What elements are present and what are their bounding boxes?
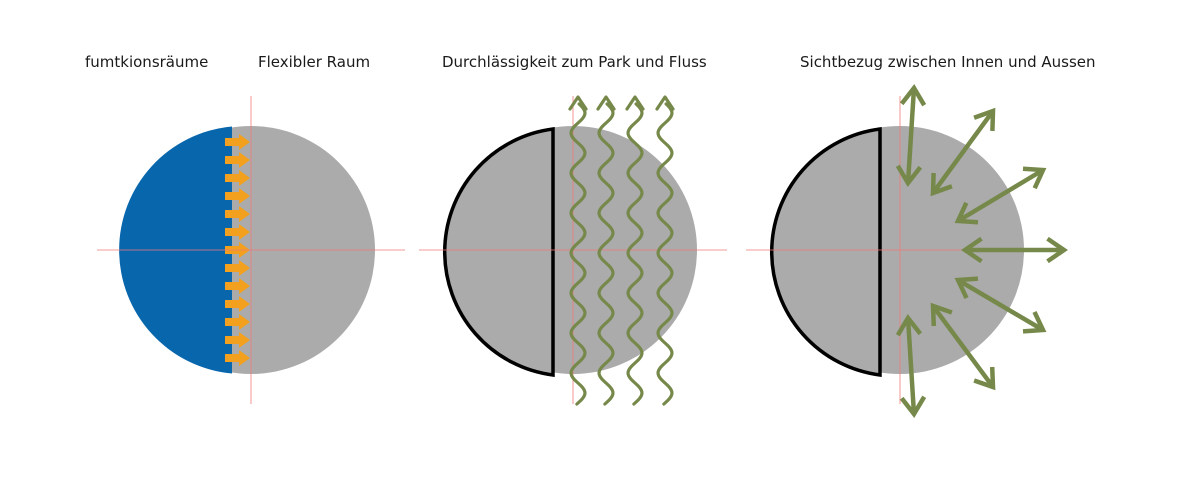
label-flexible-room: Flexibler Raum (258, 53, 370, 71)
wavy-arrow-icon (568, 95, 588, 406)
panel-functional-flexible: fumtkionsräume Flexibler Raum (85, 53, 405, 404)
building-half-disk (443, 127, 555, 377)
building-half-disk (770, 127, 882, 377)
orange-right-arrow-icon (225, 188, 250, 204)
orange-right-arrow-icon (225, 314, 250, 330)
label-permeability: Durchlässigkeit zum Park und Fluss (442, 53, 707, 71)
orange-right-arrow-icon (225, 296, 250, 312)
wavy-arrow-icon (596, 95, 616, 406)
orange-right-arrow-icon (225, 134, 250, 150)
orange-right-arrow-icon (225, 278, 250, 294)
wavy-arrow-icon (655, 95, 675, 406)
double-headed-arrow-icon (895, 314, 927, 418)
panel-permeability: Durchlässigkeit zum Park und Fluss (419, 53, 727, 406)
orange-right-arrow-icon (225, 152, 250, 168)
wavy-arrow-icon (625, 95, 645, 406)
panel-visual-relation: Sichtbezug zwischen Innen und Aussen (746, 53, 1096, 418)
wavy-arrows-group (568, 95, 675, 406)
label-visual-relation: Sichtbezug zwischen Innen und Aussen (800, 53, 1096, 71)
orange-right-arrow-icon (225, 260, 250, 276)
orange-right-arrow-icon (225, 350, 250, 366)
double-headed-arrow-icon (954, 166, 1047, 225)
view-arrows-group (895, 84, 1068, 418)
double-headed-arrow-icon (930, 302, 996, 391)
orange-right-arrow-icon (225, 206, 250, 222)
label-functional-rooms: fumtkionsräume (85, 53, 208, 71)
orange-right-arrow-icon (225, 170, 250, 186)
double-headed-arrow-icon (954, 276, 1047, 334)
double-headed-arrow-icon (961, 236, 1068, 264)
double-headed-arrow-icon (895, 84, 927, 187)
orange-right-arrow-icon (225, 224, 250, 240)
orange-right-arrow-icon (225, 332, 250, 348)
double-headed-arrow-icon (930, 107, 996, 197)
